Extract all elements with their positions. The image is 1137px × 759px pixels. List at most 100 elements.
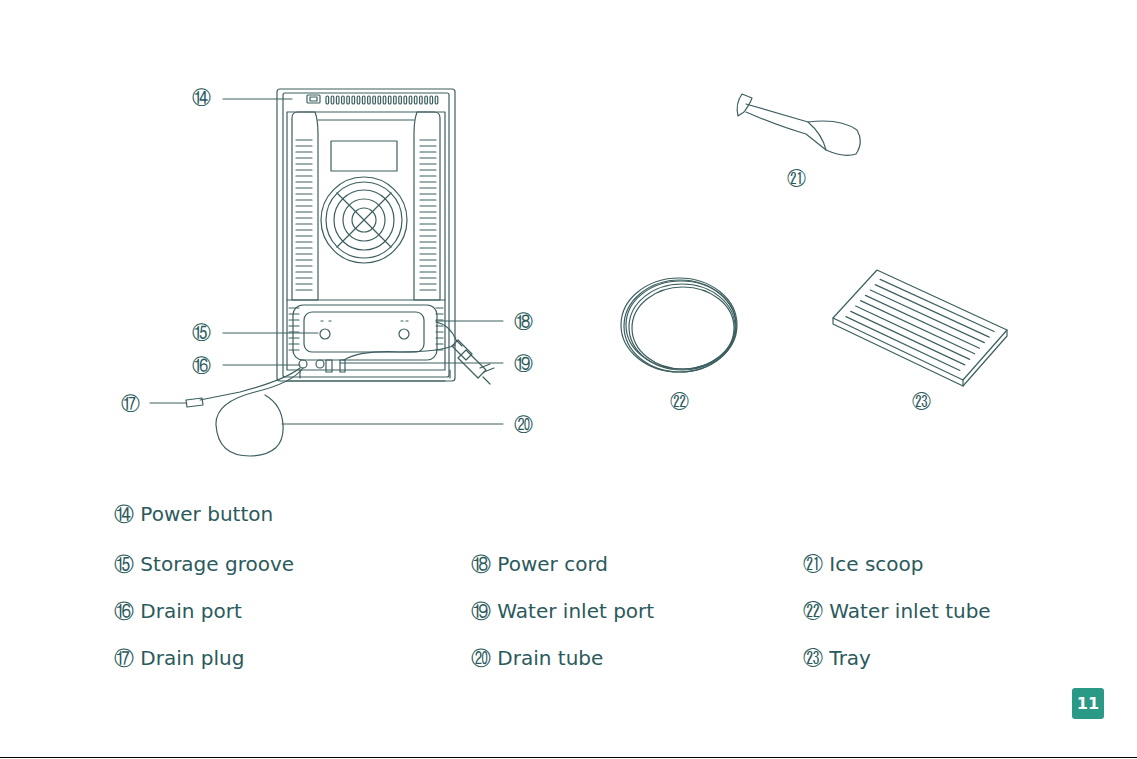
- vent-slat: [296, 181, 312, 182]
- vent-slat: [420, 235, 436, 236]
- vent-slat: [296, 139, 312, 140]
- part-name: ⑭ Power button: [114, 502, 273, 526]
- drain-tube: [186, 368, 303, 456]
- vent-slat: [289, 343, 299, 344]
- vent-slot: [357, 96, 360, 104]
- vent-slat: [420, 205, 436, 206]
- tray-rib: [870, 290, 984, 343]
- vent-slot: [430, 96, 433, 104]
- vent-slat: [296, 229, 312, 230]
- callout-number: ⑳: [514, 413, 533, 436]
- page-number: 11: [1077, 694, 1099, 713]
- vent-slat: [289, 331, 299, 332]
- bottom-rule: [0, 757, 1137, 758]
- vent-slat: [296, 271, 312, 272]
- vent-slot: [414, 96, 417, 104]
- ice-scoop: [737, 94, 860, 155]
- vent-slat: [420, 151, 436, 152]
- vent-slat: [420, 271, 436, 272]
- vent-slot: [399, 96, 402, 104]
- vent-slot: [388, 96, 391, 104]
- callout-number: ㉑: [787, 167, 806, 190]
- vent-slat: [296, 247, 312, 248]
- vent-slat: [420, 223, 436, 224]
- vent-slot: [362, 96, 365, 104]
- callout-number: ⑭: [192, 86, 211, 109]
- vent-slot: [420, 96, 423, 104]
- callout-number: ⑯: [192, 354, 211, 377]
- vent-slat: [296, 169, 312, 170]
- vent-slot: [394, 96, 397, 104]
- vent-slat: [289, 313, 299, 314]
- vent-slot: [435, 96, 438, 104]
- vent-slot: [425, 96, 428, 104]
- vent-slat: [420, 289, 436, 290]
- vent-slat: [296, 187, 312, 188]
- vent-slot: [326, 96, 329, 104]
- vent-slot: [331, 96, 334, 104]
- vent-slat: [420, 139, 436, 140]
- tray: [833, 270, 1007, 386]
- vent-slat: [296, 259, 312, 260]
- vent-slot: [409, 96, 412, 104]
- callout-number: ⑰: [121, 392, 140, 415]
- vent-slat: [289, 349, 299, 350]
- vent-slot: [373, 96, 376, 104]
- vent-slat: [296, 289, 312, 290]
- callout-number: ⑱: [514, 310, 533, 333]
- part-name: ⑲ Water inlet port: [471, 599, 654, 623]
- vent-slat: [420, 253, 436, 254]
- vent-slat: [296, 217, 312, 218]
- power-cord: [344, 322, 494, 384]
- tray-rib: [880, 279, 994, 331]
- vent-slot: [352, 96, 355, 104]
- vent-slat: [420, 193, 436, 194]
- vent-slat: [420, 229, 436, 230]
- vent-slat: [296, 283, 312, 284]
- vent-slat: [420, 247, 436, 248]
- vent-slat: [296, 193, 312, 194]
- vent-slot: [404, 96, 407, 104]
- vent-slot: [378, 96, 381, 104]
- vent-slat: [296, 235, 312, 236]
- leader-lines: [150, 99, 503, 424]
- vent-slat: [420, 241, 436, 242]
- vent-slat: [296, 175, 312, 176]
- vent-slat: [296, 253, 312, 254]
- part-name: ⑰ Drain plug: [114, 646, 244, 670]
- tray-rib: [856, 306, 970, 359]
- vent-slat: [420, 265, 436, 266]
- vent-slot: [336, 96, 339, 104]
- part-name: ⑱ Power cord: [471, 552, 608, 576]
- vent-slat: [436, 307, 443, 308]
- vent-slat: [296, 163, 312, 164]
- callout-number: ⑮: [192, 321, 211, 344]
- vent-slat: [296, 205, 312, 206]
- vent-slat: [420, 217, 436, 218]
- vent-slat: [289, 307, 299, 308]
- vent-slat: [296, 145, 312, 146]
- vent-slat: [420, 277, 436, 278]
- vent-slat: [296, 277, 312, 278]
- vent-slot: [347, 96, 350, 104]
- vent-slat: [420, 187, 436, 188]
- callout-number: ㉒: [670, 390, 689, 413]
- callout-number: ⑲: [514, 352, 533, 375]
- vent-slat: [420, 175, 436, 176]
- tray-rib: [875, 285, 989, 337]
- vent-slat: [296, 265, 312, 266]
- vent-slat: [296, 151, 312, 152]
- part-name: ⑳ Drain tube: [471, 646, 603, 670]
- vent-slot: [383, 96, 386, 104]
- vent-slat: [296, 241, 312, 242]
- vent-slat: [420, 181, 436, 182]
- part-name: ㉑ Ice scoop: [803, 552, 924, 576]
- vent-slat: [296, 199, 312, 200]
- vent-slat: [296, 157, 312, 158]
- part-name: ㉓ Tray: [803, 646, 871, 670]
- part-name: ⑮ Storage groove: [114, 552, 294, 576]
- tray-rib: [865, 295, 979, 348]
